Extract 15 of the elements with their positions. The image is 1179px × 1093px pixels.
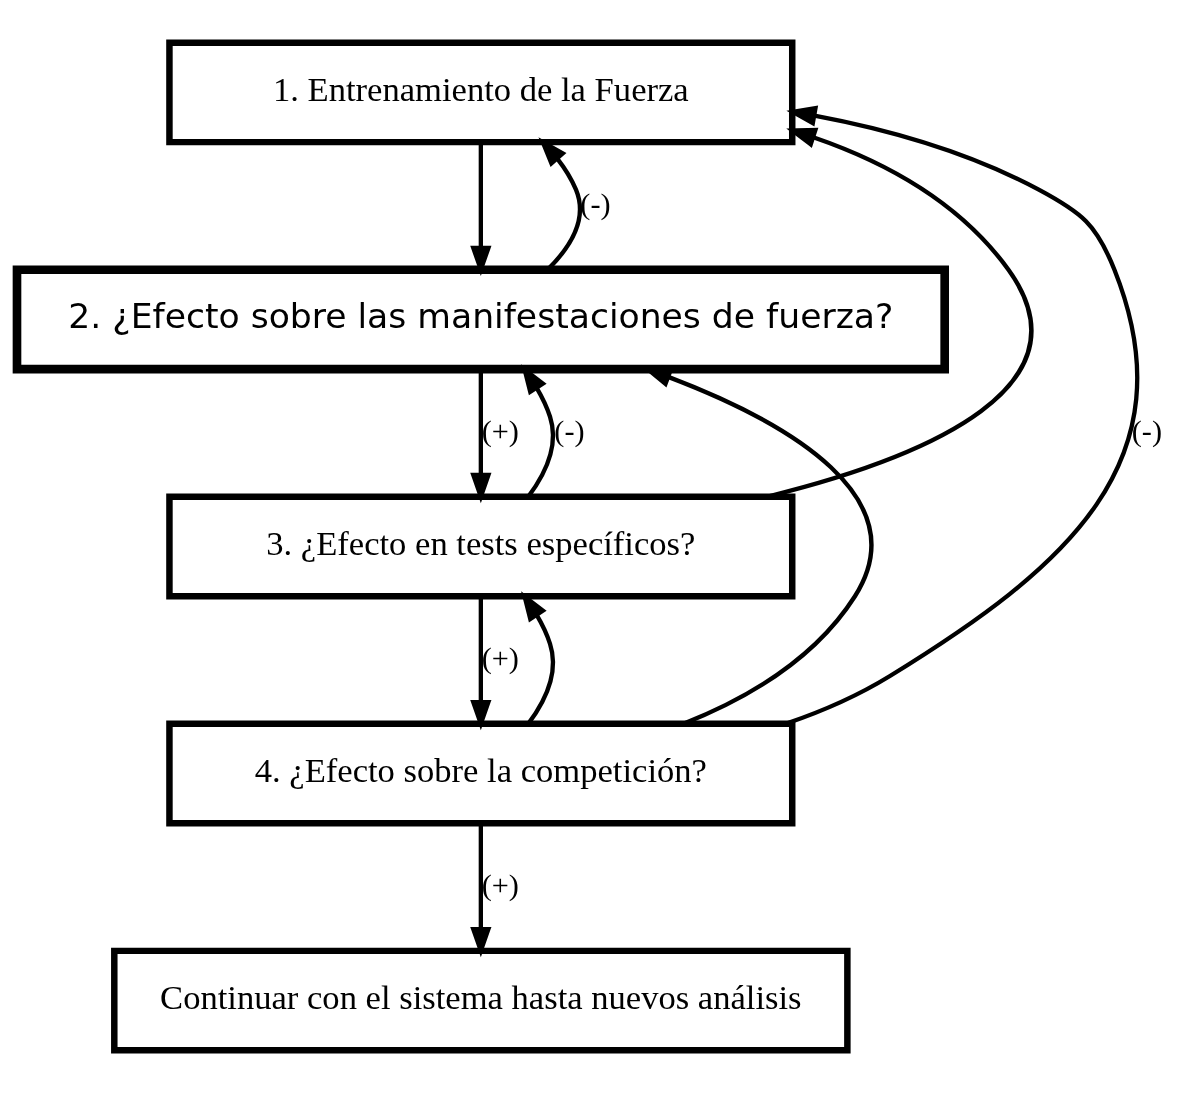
node-box: 4. ¿Efecto sobre la competición?: [166, 720, 796, 827]
arrow: [470, 596, 492, 731]
arrow: [470, 142, 492, 277]
node-box: Continuar con el sistema hasta nuevos análisis: [111, 947, 851, 1054]
edge-label: (+): [481, 413, 519, 448]
edge-label: (-): [554, 413, 585, 448]
node-box: 1. Entrenamiento de la Fuerza: [166, 39, 796, 146]
edge-label: (+): [481, 868, 519, 903]
node-box: 2. ¿Efecto sobre las manifestaciones de fuerza?: [12, 265, 949, 374]
edge-label: (+): [481, 641, 519, 676]
node-box: 3. ¿Efecto en tests específicos?: [166, 493, 796, 600]
arrow: [785, 105, 1139, 726]
edge-label: (-): [580, 186, 611, 221]
edge-label: (-): [1131, 413, 1162, 448]
arrow: [470, 823, 492, 958]
